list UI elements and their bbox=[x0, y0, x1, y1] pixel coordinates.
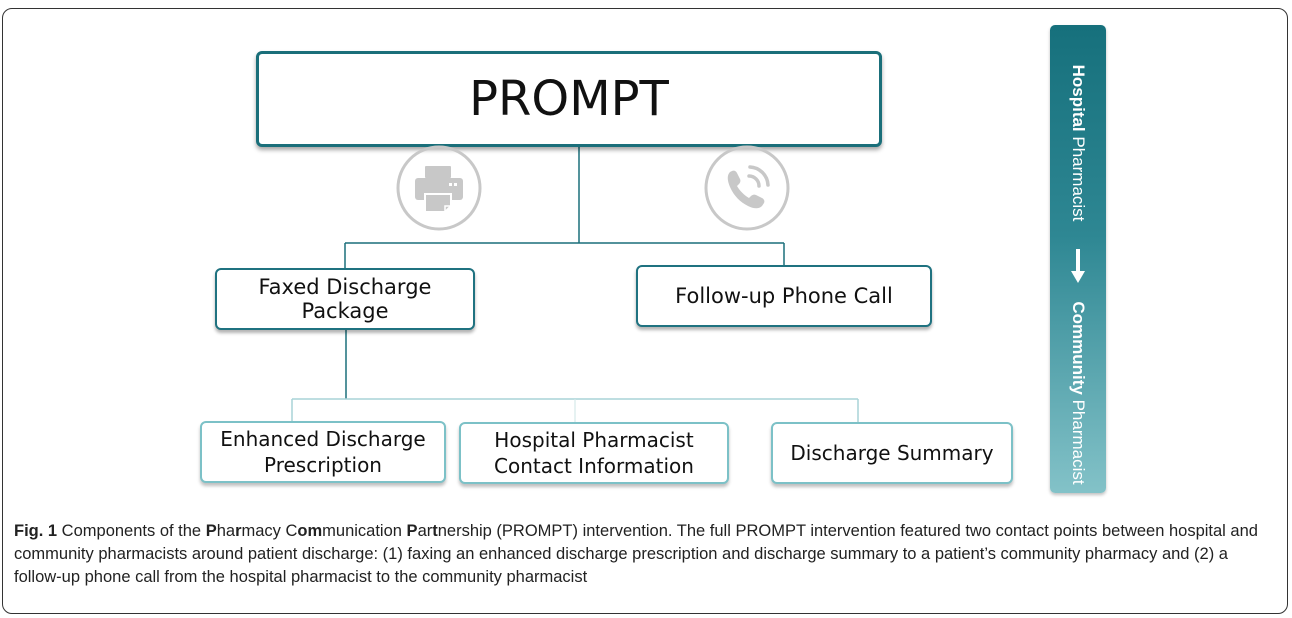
faxed-discharge-package-box: Faxed Discharge Package bbox=[215, 268, 475, 330]
caption-text: ar bbox=[417, 522, 433, 540]
caption-bold: P bbox=[205, 522, 217, 540]
figure-caption: Fig. 1 Components of the Pharmacy Commun… bbox=[14, 520, 1279, 589]
caption-bold: P bbox=[406, 522, 418, 540]
flow-from-rest: Pharmacist bbox=[1069, 131, 1088, 222]
enhanced-discharge-prescription-box: Enhanced Discharge Prescription bbox=[200, 421, 446, 483]
arrow-down-icon bbox=[1071, 249, 1085, 283]
caption-bold: r bbox=[235, 522, 242, 540]
fax-printer-icon bbox=[396, 145, 482, 231]
figure-frame bbox=[2, 8, 1288, 614]
root-label: PROMPT bbox=[469, 71, 669, 127]
leaf-line: Hospital Pharmacist bbox=[494, 428, 694, 452]
caption-text: munication bbox=[322, 522, 407, 540]
leaf-line: Prescription bbox=[263, 453, 382, 477]
caption-text: macy C bbox=[241, 522, 298, 540]
follow-up-phone-call-box: Follow‐up Phone Call bbox=[636, 265, 932, 327]
leaf-line: Enhanced Discharge bbox=[220, 427, 426, 451]
caption-bold: om bbox=[297, 522, 323, 540]
phone-icon bbox=[704, 145, 790, 231]
component-label: Faxed Discharge Package bbox=[258, 275, 432, 323]
caption-text: nership (PROMPT) intervention. The full … bbox=[14, 522, 1258, 586]
component-label: Follow‐up Phone Call bbox=[675, 284, 893, 308]
flow-from-label: Hospital Pharmacist bbox=[1068, 65, 1088, 222]
caption-text: ha bbox=[216, 522, 236, 540]
leaf-line: Contact Information bbox=[494, 454, 694, 478]
caption-text: Components of the bbox=[57, 522, 206, 540]
fig-label: Fig. 1 bbox=[14, 522, 58, 540]
prompt-root-box: PROMPT bbox=[256, 51, 882, 147]
caption-bold: t bbox=[432, 522, 438, 540]
discharge-summary-box: Discharge Summary bbox=[771, 422, 1013, 484]
leaf-line: Discharge Summary bbox=[790, 441, 994, 465]
hospital-pharmacist-contact-box: Hospital Pharmacist Contact Information bbox=[459, 422, 729, 484]
flow-sidebar: Hospital Pharmacist Community Pharmacist bbox=[1050, 25, 1106, 493]
flow-from-bold: Hospital bbox=[1069, 64, 1088, 132]
flow-to-bold: Community bbox=[1069, 301, 1088, 395]
flow-to-rest: Pharmacist bbox=[1069, 394, 1088, 485]
flow-to-label: Community Pharmacist bbox=[1068, 301, 1088, 484]
